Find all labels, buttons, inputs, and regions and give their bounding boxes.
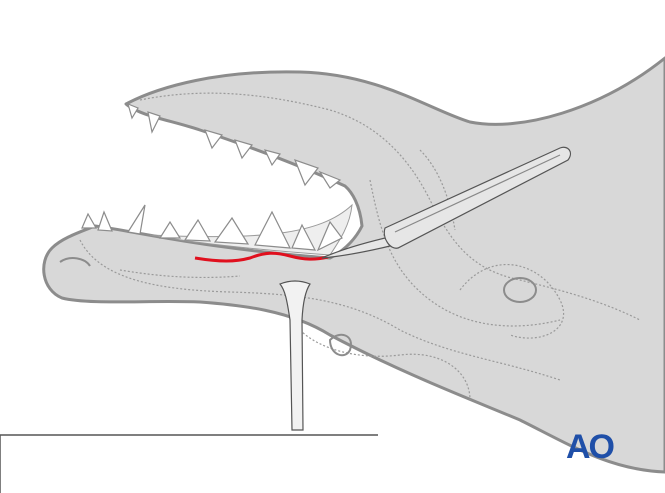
periosteal-elevator (279, 280, 311, 431)
masseter-notch (328, 333, 352, 357)
dog-head (42, 56, 665, 474)
skull-bone-outline (79, 92, 641, 401)
scalpel (321, 146, 572, 259)
upper-teeth (127, 102, 342, 189)
nostril (59, 257, 91, 267)
table-surface (0, 434, 378, 493)
lower-teeth (81, 204, 343, 252)
ao-logo: AO (566, 428, 615, 466)
incision-line (194, 251, 329, 263)
orbit (503, 277, 537, 303)
